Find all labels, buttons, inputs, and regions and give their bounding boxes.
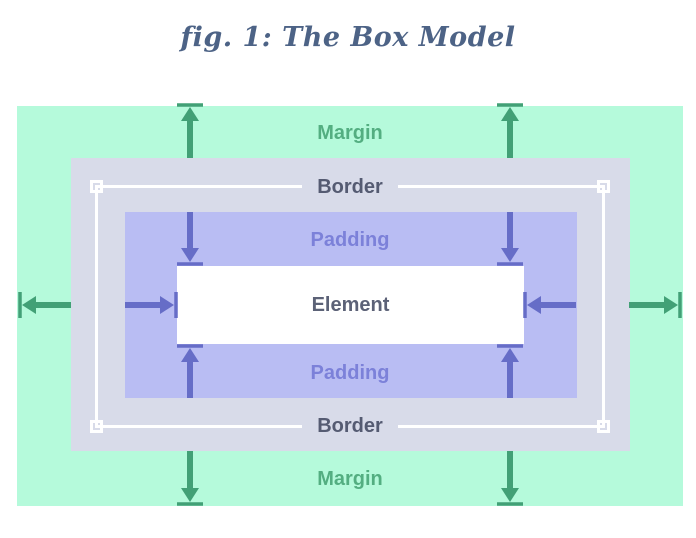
box-model-diagram: Element	[17, 103, 683, 506]
border-label-top: Border	[17, 174, 683, 200]
corner-handle-top-right	[597, 180, 610, 193]
margin-arrow-left	[18, 292, 71, 318]
padding-label-top: Padding	[310, 229, 390, 251]
border-label-bottom-text: Border	[302, 413, 398, 439]
corner-handle-top-left	[90, 180, 103, 193]
border-label-bottom: Border	[17, 413, 683, 439]
figure-title: fig. 1: The Box Model	[180, 22, 516, 53]
margin-label-bottom: Margin	[317, 468, 383, 490]
element-area: Element	[177, 266, 524, 344]
corner-handle-bottom-right	[597, 420, 610, 433]
border-label-top-text: Border	[302, 174, 398, 200]
margin-label-top: Margin	[317, 122, 383, 144]
margin-arrow-right	[629, 292, 682, 318]
padding-label-bottom: Padding	[310, 362, 390, 384]
corner-handle-bottom-left	[90, 420, 103, 433]
element-label: Element	[311, 293, 390, 316]
